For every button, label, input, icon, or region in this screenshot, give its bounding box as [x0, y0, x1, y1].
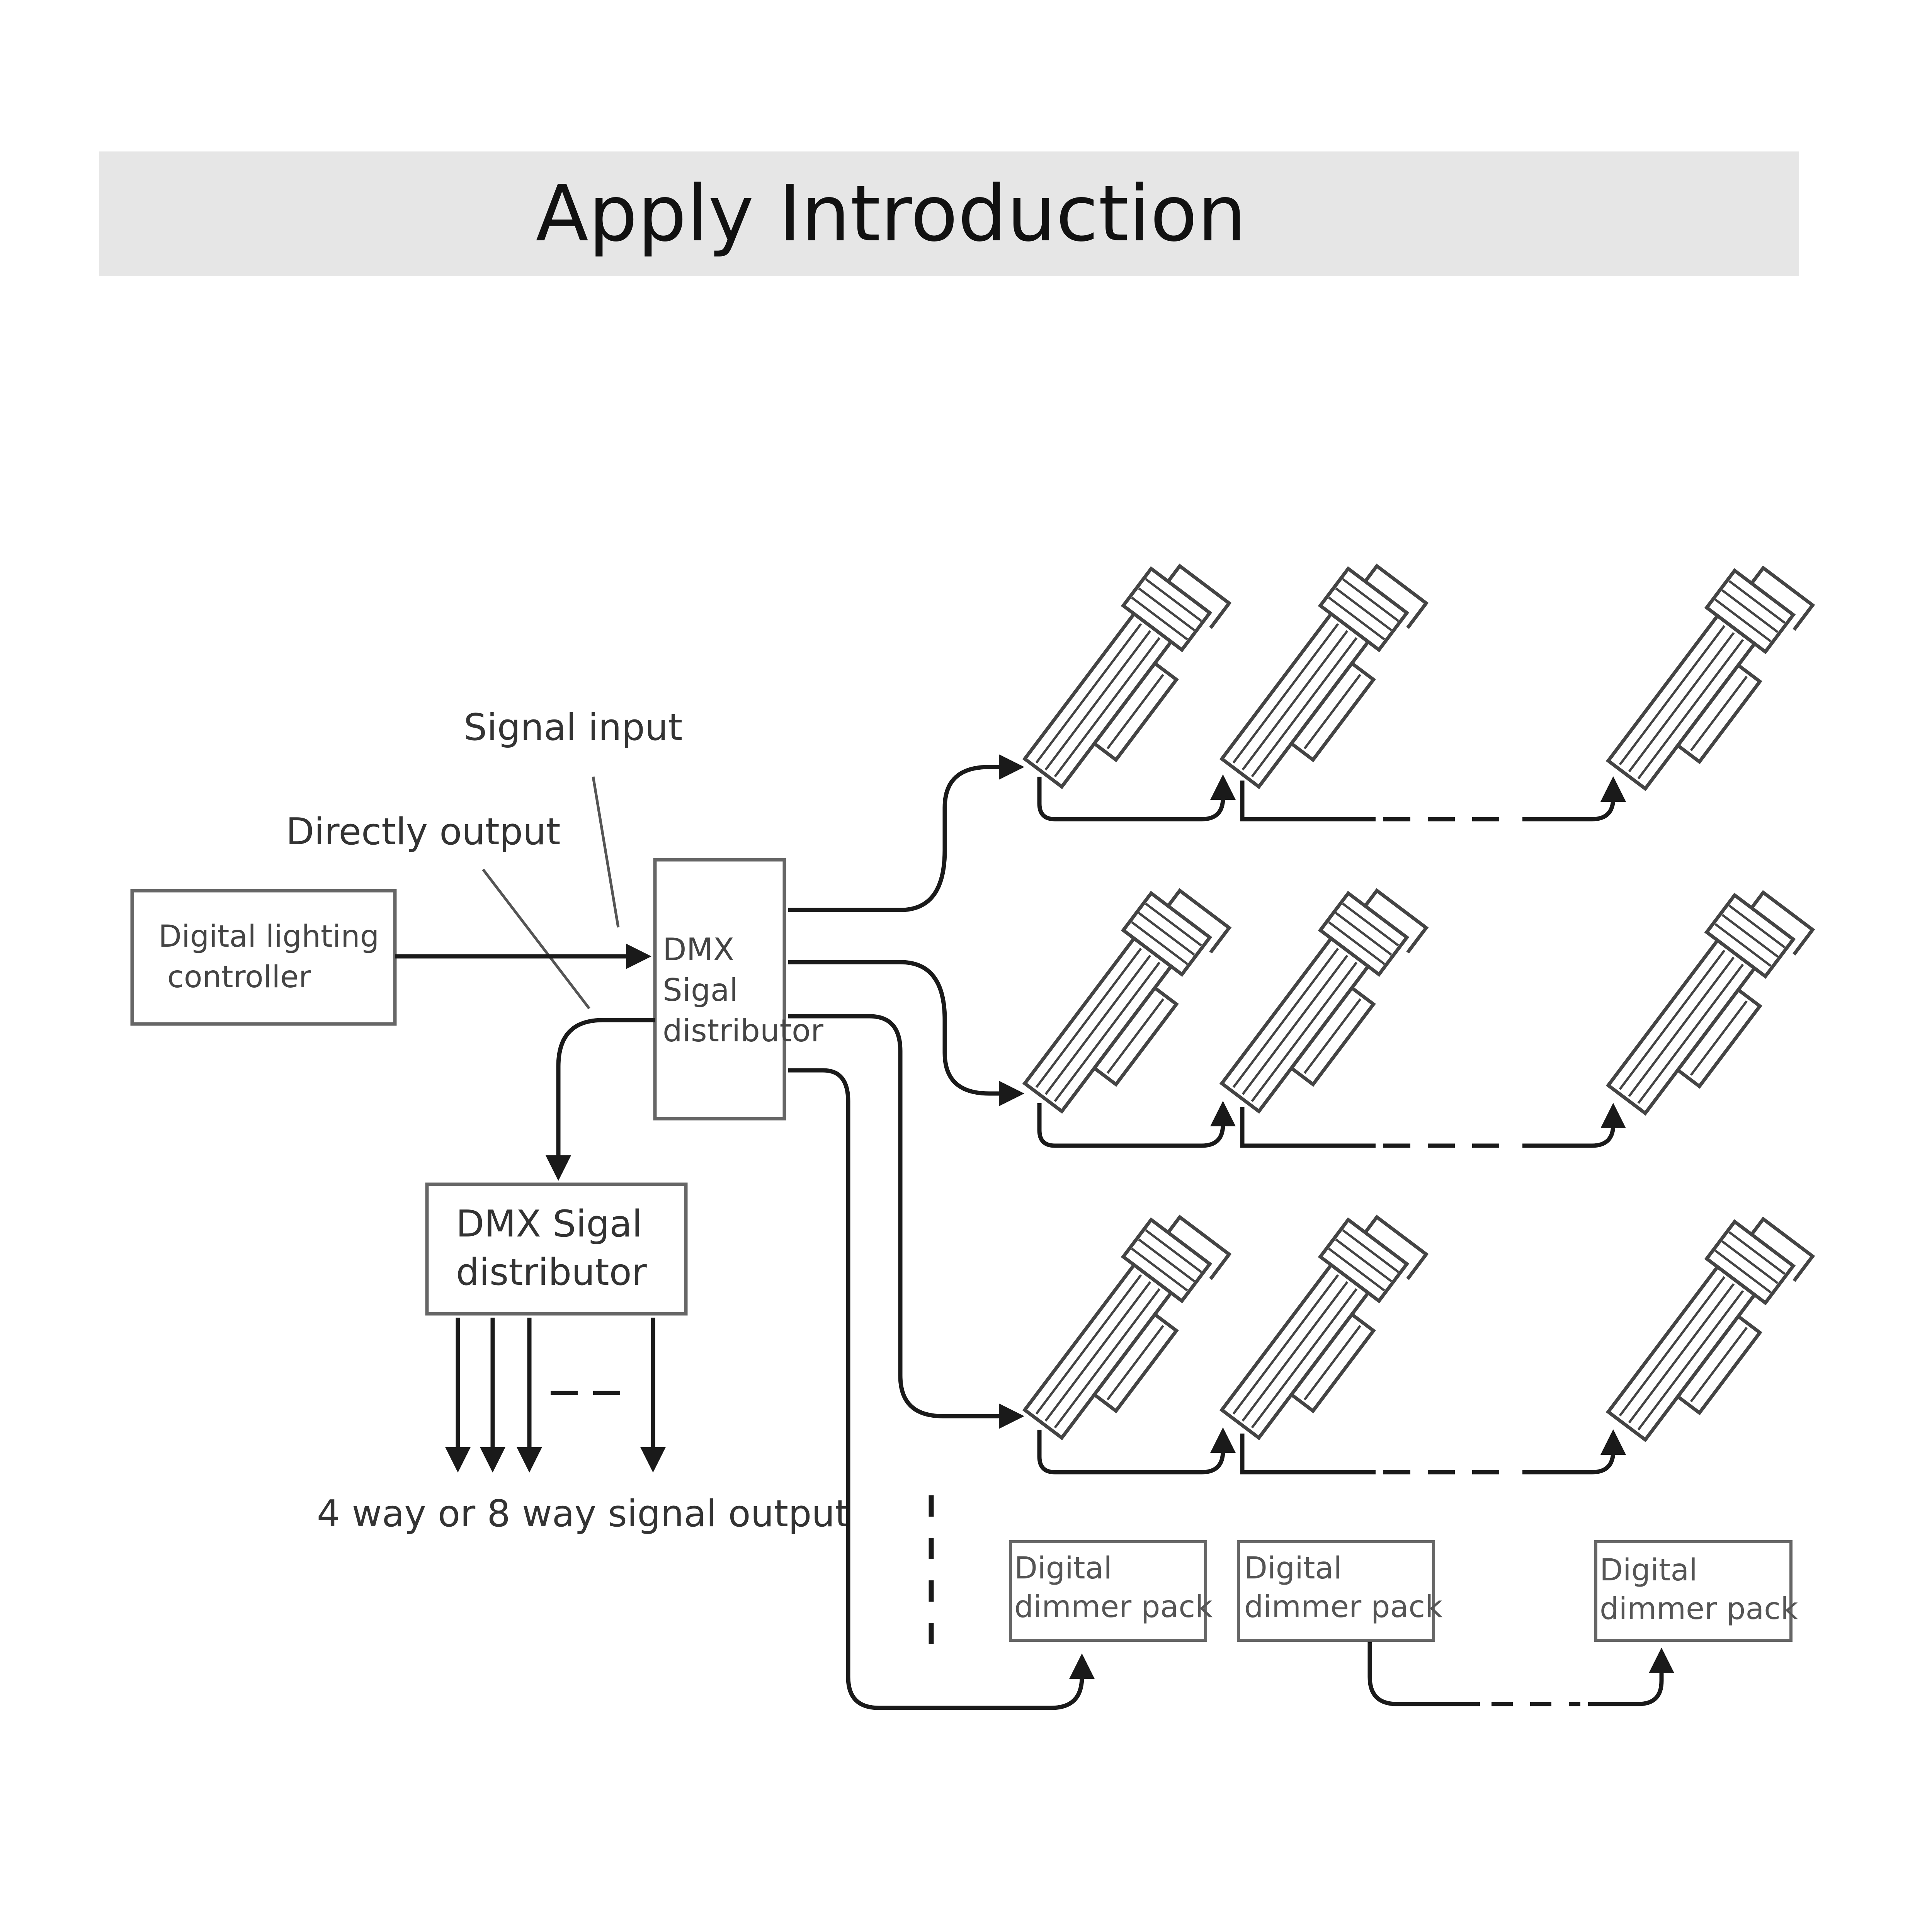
output-row1 — [788, 754, 1024, 912]
output-row2 — [788, 960, 1024, 1106]
branch-to-second-distributor — [546, 1018, 655, 1181]
multi-way-outputs — [445, 1318, 666, 1473]
main-distributor-box: DMX Sigal distributor — [653, 858, 823, 1121]
dimmer-chain-end — [1588, 1648, 1674, 1706]
dimmer-pack-1: Digital dimmer pack — [1009, 1540, 1213, 1642]
dimmer-pack-1-line2: dimmer pack — [1014, 1590, 1213, 1624]
light-fixture-icon — [1211, 878, 1429, 1128]
light-fixture-icon — [1597, 1206, 1816, 1456]
output-dimmers — [788, 1068, 1095, 1710]
multi-way-output-label: 4 way or 8 way signal output — [317, 1493, 849, 1535]
dimmer-pack-3: Digital dimmer pack — [1594, 1540, 1798, 1642]
dimmer-pack-2: Digital dimmer pack — [1237, 1540, 1442, 1642]
second-distributor-line2: distributor — [456, 1251, 647, 1294]
dimmer-chain-start — [1367, 1642, 1480, 1706]
signal-input-label: Signal input — [464, 706, 682, 749]
light-fixture-icon — [1211, 1204, 1429, 1454]
dimmer-pack-3-line2: dimmer pack — [1600, 1592, 1798, 1626]
main-distributor-line1: DMX — [663, 932, 734, 968]
page-title: Apply Introduction — [536, 169, 1247, 259]
dimmer-pack-1-line1: Digital — [1014, 1551, 1112, 1586]
controller-label-line2: controller — [167, 960, 311, 995]
controller-label-line1: Digital lighting — [158, 919, 379, 954]
light-fixture-icon — [1597, 880, 1816, 1130]
dimmer-pack-3-line1: Digital — [1600, 1553, 1697, 1588]
controller-box: Digital lighting controller — [130, 889, 397, 1026]
directly-output-label: Directly output — [286, 811, 561, 853]
fixture-row-1 — [1014, 553, 1816, 821]
main-distributor-line2: Sigal — [663, 972, 738, 1008]
fixture-row-3 — [1014, 1204, 1816, 1475]
light-fixture-icon — [1014, 1204, 1232, 1454]
light-fixture-icon — [1597, 555, 1816, 805]
light-fixture-icon — [1014, 553, 1232, 803]
light-fixture-icon — [1014, 878, 1232, 1128]
second-distributor-box: DMX Sigal distributor — [425, 1182, 688, 1316]
dimmer-pack-2-line1: Digital — [1244, 1551, 1342, 1586]
directly-output-leader — [482, 868, 590, 1010]
dimmer-pack-2-line2: dimmer pack — [1244, 1590, 1442, 1624]
light-fixture-icon — [1211, 553, 1429, 803]
fixture-row-2 — [1014, 878, 1816, 1148]
main-distributor-line3: distributor — [663, 1013, 823, 1049]
signal-input-leader — [592, 776, 620, 928]
header-band: Apply Introduction — [99, 151, 1799, 276]
second-distributor-line1: DMX Sigal — [456, 1203, 642, 1245]
output-row3 — [788, 1014, 1024, 1429]
